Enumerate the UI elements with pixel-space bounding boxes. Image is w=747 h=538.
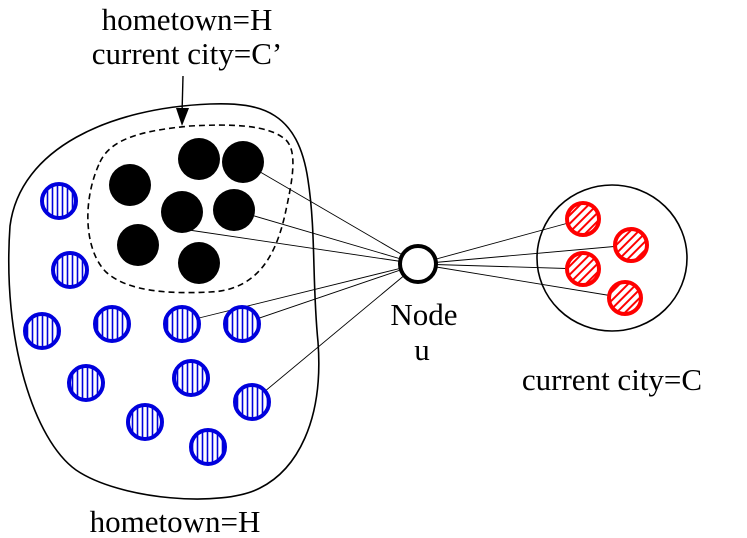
- top-label-current-city: current city=C’: [92, 36, 283, 71]
- black-node: [178, 138, 220, 180]
- black-node: [109, 164, 151, 206]
- label-pointer-arrow-shaft: [181, 75, 184, 115]
- node-u-label-line1: Node: [390, 297, 457, 332]
- blue-striped-node: [51, 251, 89, 289]
- black-node: [222, 141, 264, 183]
- black-node: [178, 242, 220, 284]
- red-striped-node: [613, 227, 649, 263]
- blue-node-group: [23, 182, 271, 466]
- red-striped-node: [565, 201, 601, 237]
- connection-lines: [181, 161, 632, 403]
- red-striped-node: [565, 251, 601, 287]
- node-u-label-line2: u: [414, 332, 430, 367]
- node-u: [398, 244, 438, 284]
- blue-striped-node: [67, 364, 105, 402]
- current-city-c-region-outline: [536, 184, 688, 332]
- red-striped-node: [607, 280, 643, 316]
- current-city-c-prime-region-outline: [87, 124, 294, 294]
- blue-striped-node: [93, 305, 131, 343]
- right-label-current-city: current city=C: [522, 362, 702, 397]
- blue-striped-node: [40, 182, 78, 220]
- black-node-group: [109, 138, 264, 284]
- hometown-region-outline: [7, 102, 320, 500]
- blue-striped-node: [233, 383, 271, 421]
- bottom-label-hometown: hometown=H: [90, 504, 261, 538]
- blue-striped-node: [189, 428, 227, 466]
- blue-striped-node: [126, 403, 164, 441]
- label-pointer-arrowhead: [176, 108, 189, 126]
- red-node-group: [565, 201, 649, 316]
- blue-striped-node: [172, 359, 210, 397]
- blue-striped-node: [163, 305, 201, 343]
- blue-striped-node: [23, 312, 61, 350]
- black-node: [117, 224, 159, 266]
- blue-striped-node: [223, 305, 261, 343]
- top-label-hometown: hometown=H: [102, 2, 273, 37]
- black-node: [161, 191, 203, 233]
- black-node: [213, 189, 255, 231]
